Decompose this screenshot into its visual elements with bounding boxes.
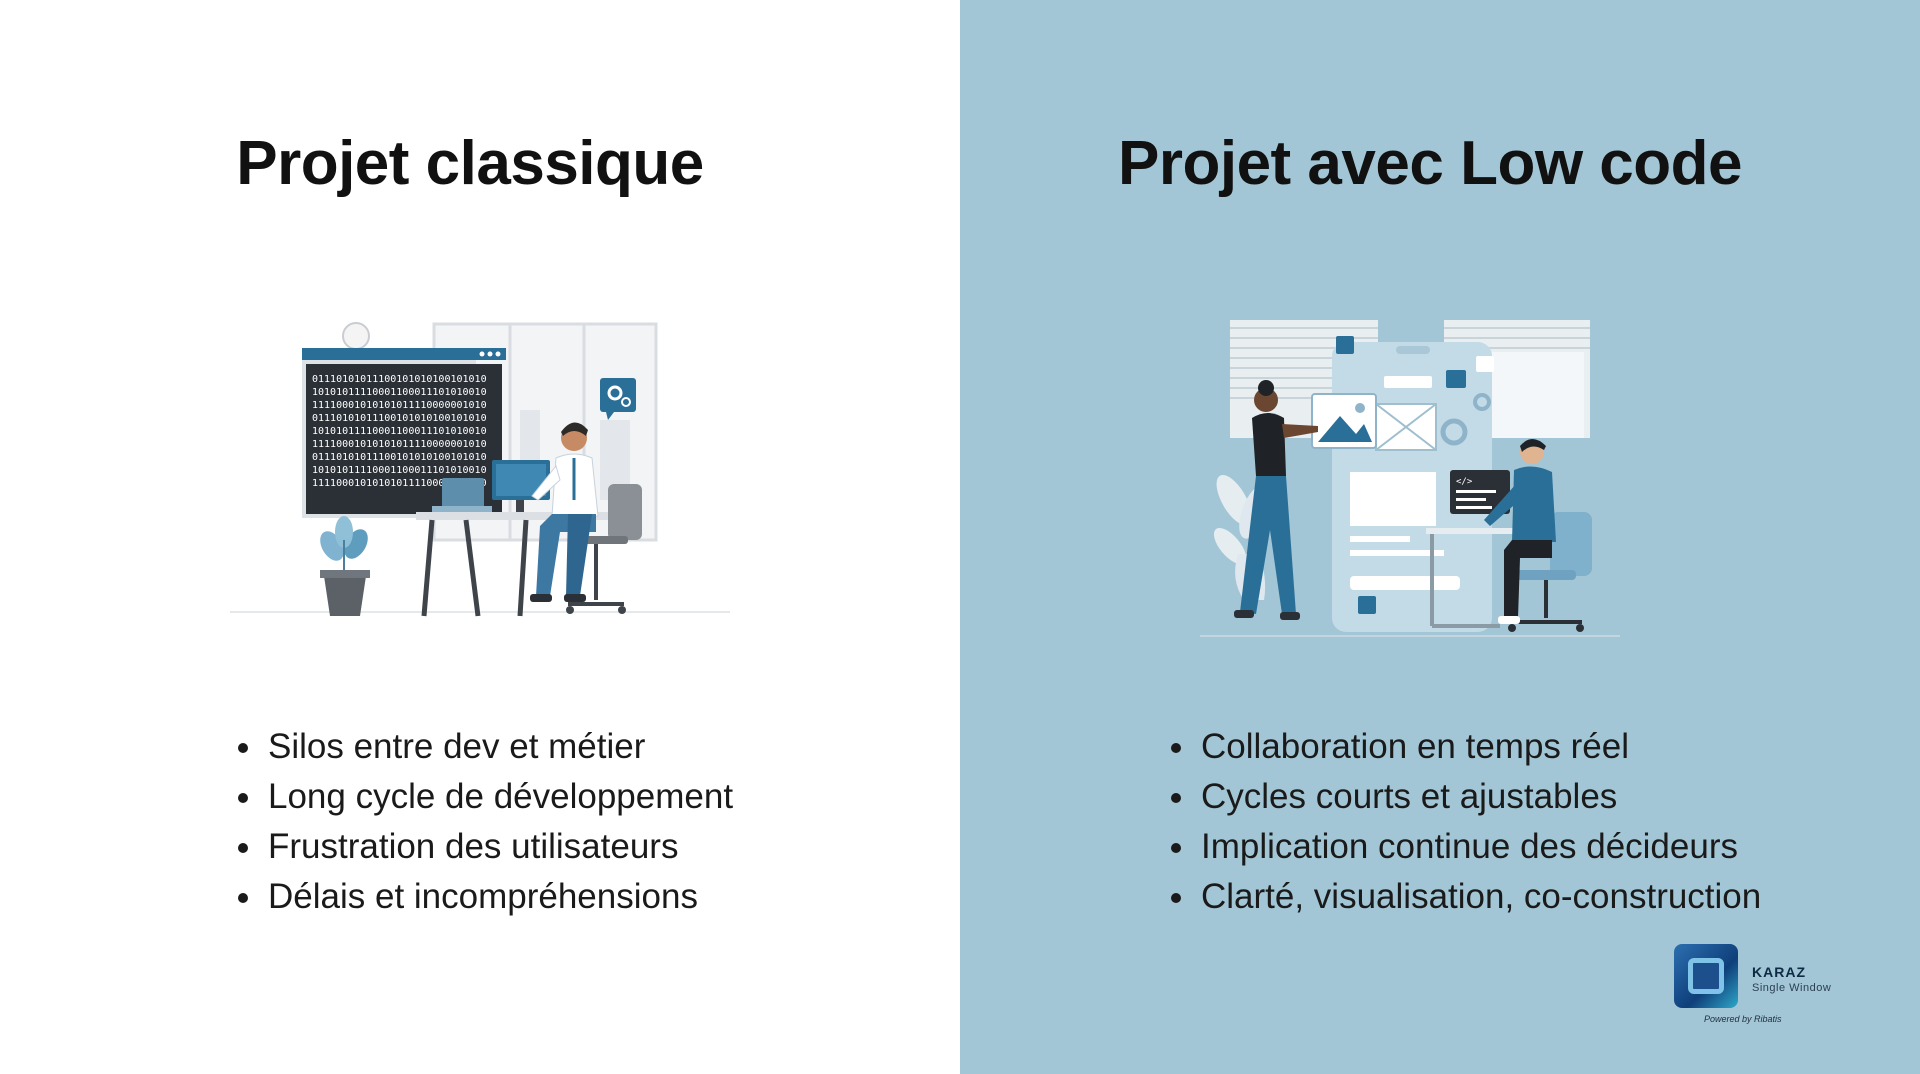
list-item: Collaboration en temps réel xyxy=(1165,722,1761,772)
classic-project-illustration: 01110101011100101010100101010 1010101111… xyxy=(230,322,730,617)
image-card-icon xyxy=(1311,393,1377,449)
logo-powered-by: Powered by Ribatis xyxy=(1704,1014,1782,1024)
gear-icon-small xyxy=(1473,393,1491,411)
clock-icon xyxy=(342,322,370,350)
code-line: 01110101011100101010100101010 xyxy=(312,374,487,385)
code-line: 11110001010101011110000001010 xyxy=(312,478,487,489)
play-icon xyxy=(1476,356,1494,372)
list-item: Cycles courts et ajustables xyxy=(1165,772,1761,822)
code-line: 11110001010101011110000001010 xyxy=(312,400,487,411)
logo-name: KARAZ xyxy=(1752,964,1806,980)
code-line: 10101011110001100011101010010 xyxy=(312,387,487,398)
list-item: Frustration des utilisateurs xyxy=(232,822,733,872)
gear-icon xyxy=(1440,418,1468,446)
search-icon xyxy=(1358,596,1376,614)
right-panel: Projet avec Low code xyxy=(960,0,1920,1074)
right-title: Projet avec Low code xyxy=(1118,129,1743,198)
code-line: 01110101011100101010100101010 xyxy=(312,413,487,424)
monitor-icon xyxy=(492,460,550,512)
code-line: 11110001010101011110000001010 xyxy=(312,439,487,450)
woman-person xyxy=(1234,380,1318,620)
gear-bubble-icon xyxy=(600,378,636,420)
list-icon xyxy=(1446,370,1466,388)
karaz-logo-icon xyxy=(1674,944,1738,1008)
list-item: Implication continue des décideurs xyxy=(1165,822,1761,872)
list-item: Délais et incompréhensions xyxy=(232,872,733,922)
code-line: 01110101011100101010100101010 xyxy=(312,452,487,463)
plant-icon xyxy=(320,516,370,616)
office-chair xyxy=(566,484,642,614)
code-tag: </> xyxy=(1456,477,1473,487)
low-code-illustration: </> xyxy=(1200,320,1620,637)
desk xyxy=(1426,528,1516,628)
code-line: 10101011110001100011101010010 xyxy=(312,426,487,437)
developer-person xyxy=(530,422,599,602)
right-bullet-list: Collaboration en temps réel Cycles court… xyxy=(1165,722,1761,922)
home-icon xyxy=(1336,336,1354,354)
left-title: Projet classique xyxy=(236,129,704,198)
code-line: 10101011110001100011101010010 xyxy=(312,465,487,476)
list-item: Clarté, visualisation, co-construction xyxy=(1165,872,1761,922)
logo-subtitle: Single Window xyxy=(1752,982,1832,994)
left-bullet-list: Silos entre dev et métier Long cycle de … xyxy=(232,722,733,922)
list-item: Silos entre dev et métier xyxy=(232,722,733,772)
left-panel: Projet classique 01110101011100101010100… xyxy=(230,129,734,922)
office-chair xyxy=(1506,512,1592,632)
desk xyxy=(416,512,608,617)
karaz-logo: KARAZ Single Window Powered by Ribatis xyxy=(1674,944,1864,1028)
laptop-icon xyxy=(432,478,492,512)
code-window-icon: </> xyxy=(1450,470,1510,514)
list-item: Long cycle de développement xyxy=(232,772,733,822)
man-person xyxy=(1484,439,1556,624)
